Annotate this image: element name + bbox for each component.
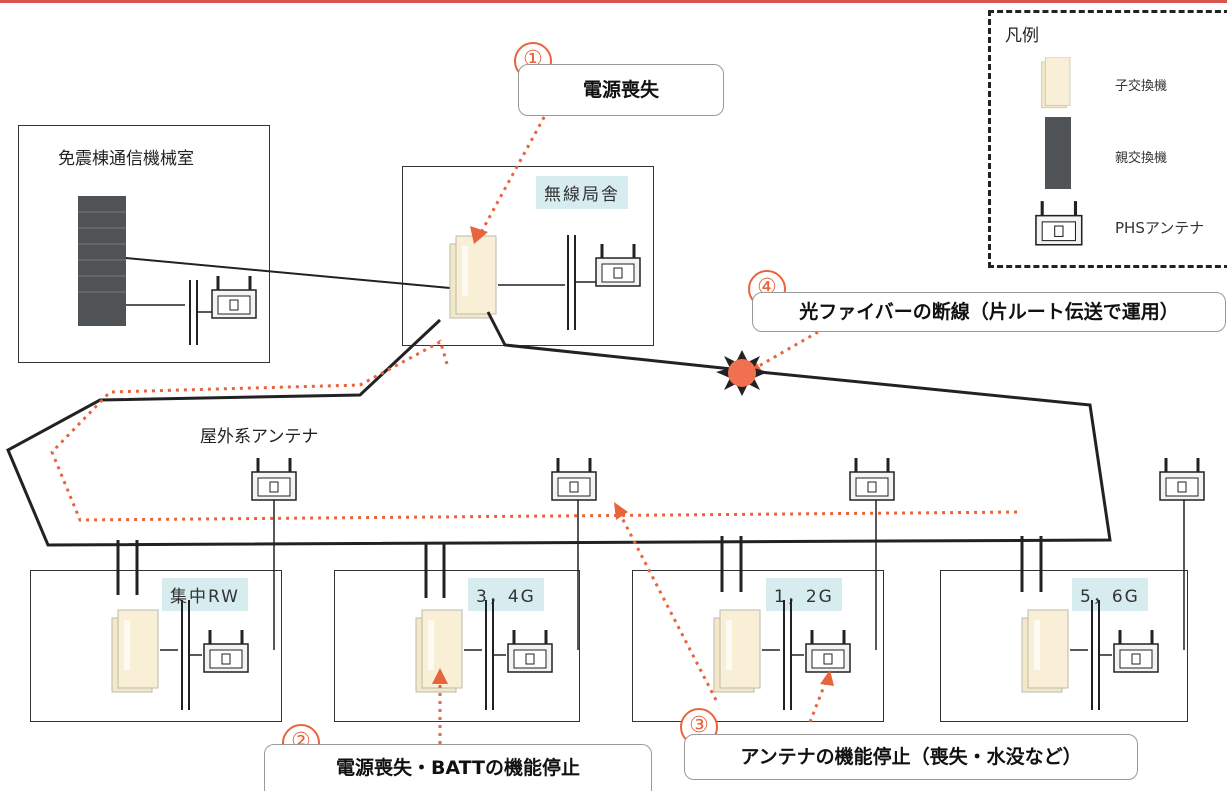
phs-antenna-icon	[550, 456, 598, 502]
sub-exchange-icon	[713, 609, 761, 693]
phs-antenna-icon	[506, 628, 554, 674]
radio-station-tag: 無線局舎	[536, 176, 628, 209]
sub-exchange-icon	[1021, 609, 1069, 693]
sub-exchange-icon	[111, 609, 159, 693]
sub-exchange-icon	[1041, 57, 1071, 109]
callout-2: 電源喪失・BATTの機能停止	[264, 744, 652, 791]
phs-antenna-icon	[594, 242, 642, 288]
phs-antenna-icon	[202, 628, 250, 674]
phs-antenna-icon	[848, 456, 896, 502]
node-tag-2: 3，4G	[468, 578, 544, 611]
node-tag-1: 集中RW	[162, 578, 248, 611]
callout-4: 光ファイバーの断線（片ルート伝送で運用）	[752, 292, 1226, 332]
main-exchange-icon	[1045, 117, 1071, 189]
phs-antenna-icon	[210, 274, 258, 320]
callout-1: 電源喪失	[518, 64, 724, 116]
sub-exchange-icon	[449, 235, 497, 319]
legend-label-phs-antenna: PHSアンテナ	[1115, 219, 1205, 237]
fiber-loop-line	[6, 311, 1112, 547]
phs-antenna-icon	[1158, 456, 1206, 502]
phs-antenna-icon	[804, 628, 852, 674]
legend-label-main-exchange: 親交換機	[1115, 151, 1168, 166]
node-tag-4: 5，6G	[1072, 578, 1148, 611]
main-room-title: 免震棟通信機械室	[58, 149, 194, 169]
phs-antenna-icon	[1112, 628, 1160, 674]
top-border-line	[0, 0, 1227, 3]
phs-antenna-icon	[1034, 199, 1084, 247]
main-equipment-room	[18, 125, 270, 363]
node-tag-3: 1，2G	[766, 578, 842, 611]
phs-antenna-icon	[250, 456, 298, 502]
outdoor-antenna-label: 屋外系アンテナ	[200, 427, 319, 447]
fiber-break-mark	[716, 350, 768, 396]
main-exchange-icon	[78, 196, 126, 326]
callout-3: アンテナの機能停止（喪失・水没など）	[684, 734, 1138, 780]
legend-box: 凡例 子交換機 親交換機 PHSアンテナ	[988, 10, 1227, 268]
legend-title: 凡例	[1005, 26, 1039, 46]
legend-label-sub-exchange: 子交換機	[1115, 79, 1168, 94]
